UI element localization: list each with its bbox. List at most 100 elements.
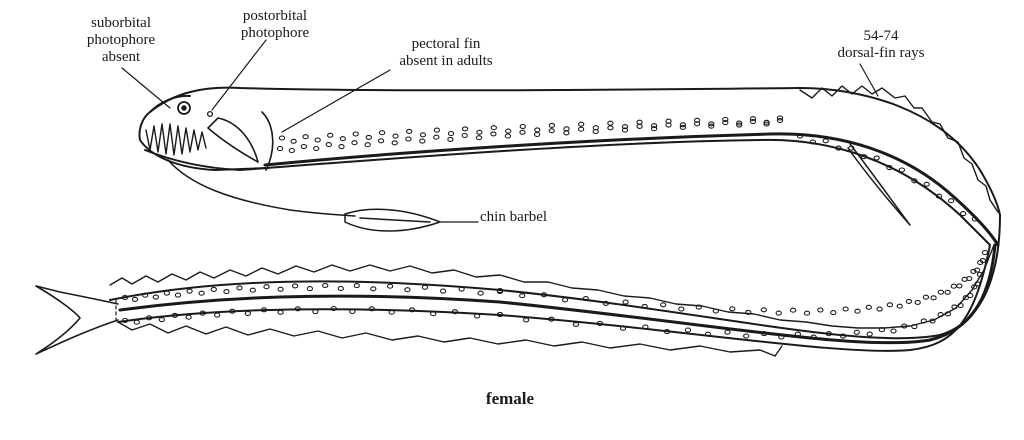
photophore-dot [263,284,270,290]
photophore-dot [548,122,556,128]
figure-caption: female [485,389,535,408]
photophore-dot [186,288,193,294]
photophore-dot [353,283,360,289]
photophore-dot [622,299,629,305]
label-pectoral-fin: pectoral fin absent in adults [376,36,516,70]
photophore-dot [386,283,394,289]
photophore-dot [642,324,649,330]
photophore-dot [199,310,206,316]
photophore-dot [974,281,981,287]
photophore-dot [277,286,284,292]
photophore-dot [322,282,329,289]
leader-suborbital [121,67,171,109]
photophore-dot [722,116,729,123]
lower-dorsal-fin [109,244,995,329]
photophore-dot [421,284,429,290]
photophore-dot [636,123,643,129]
photophore-dot [665,122,672,128]
photophore-dot [678,306,685,312]
label-line: dorsal-fin rays [837,45,925,61]
label-suborbital-photophore: suborbital photophore absent [68,15,174,66]
photophore-dot [970,268,977,274]
photophore-dot [947,198,955,204]
label-line: photophore [86,32,156,48]
lateral-line [263,132,1000,247]
photophore-dot [722,120,729,126]
photophore-dot [830,310,837,316]
photophore-dot [364,142,371,148]
photophore-dot [878,327,886,333]
photophore-dot [276,145,284,152]
photophore-dot [641,303,648,309]
photophore-dot [496,311,504,318]
photophore-dot [803,310,811,316]
photophore-dot [776,117,784,124]
photophore-dot [290,138,297,144]
label-line: suborbital [91,15,151,31]
barbel-tip [344,208,441,232]
photophore-dot [929,318,936,324]
barbel-stalk [167,159,356,217]
photophore-dot [695,304,702,310]
photophore-dot [291,283,299,289]
photophore-dot [778,334,785,340]
photophore-dot [935,193,943,199]
photophore-dot [458,286,465,292]
photophore-dot [944,311,952,317]
photophore-dot [582,296,589,302]
photophore-dot [971,216,979,222]
ventral-fin-edge [117,321,783,357]
photophore-dot [951,304,958,310]
photophore-dot [749,118,757,125]
photophore-dot [288,147,295,154]
photophore-dot [636,119,643,125]
photophore-dot [548,316,555,322]
photophore-dot [236,285,243,291]
label-line: absent in adults [399,53,493,69]
photophore-dot [729,306,736,312]
photophore-dot [809,139,817,145]
photophore-dot [745,309,752,315]
photophore-dot [578,121,585,127]
photophore-dot [743,333,750,339]
photophore-dot [866,331,873,337]
photophore-dot [561,297,569,303]
photophore-dot [760,307,767,313]
photophore-dot [277,309,284,315]
photophore-dot [973,267,981,273]
photophore-dot [693,121,701,127]
photophore-dot [854,308,861,314]
photophore-dot [923,181,930,187]
photophore-dot [650,126,658,132]
photophore-dot [712,308,719,314]
photophore-dot [930,295,937,301]
photophore-dot [876,306,883,312]
photophore-dot [505,128,512,134]
photophore-dot [962,295,969,301]
photophore-dot [433,127,441,133]
photophore-dot [490,125,497,131]
photophore-dot [365,134,372,140]
head-outline [138,94,269,171]
photophore-dot [776,115,784,121]
photophore-dot [796,133,804,139]
label-line: 54-74 [863,28,899,44]
photophore-dot [229,308,236,314]
photophore-dot [763,121,770,127]
photophore-dot [131,296,139,302]
photophore-dot [817,307,824,313]
photophore-dot [660,302,667,308]
photophore-dot [959,211,967,217]
dorsal-crest [799,85,999,213]
photophore-dot [142,292,149,298]
postorbital-photophore [206,110,214,118]
photophore-dot [684,327,692,333]
photophore-dot [621,127,629,133]
photophore-dot [679,124,687,130]
photophore-dot [278,135,286,141]
photophore-dot [922,294,930,300]
photophore-dot [330,305,337,312]
photophore-dot [152,294,159,300]
photophore-dot [496,288,504,295]
photophore-rows [121,115,989,340]
